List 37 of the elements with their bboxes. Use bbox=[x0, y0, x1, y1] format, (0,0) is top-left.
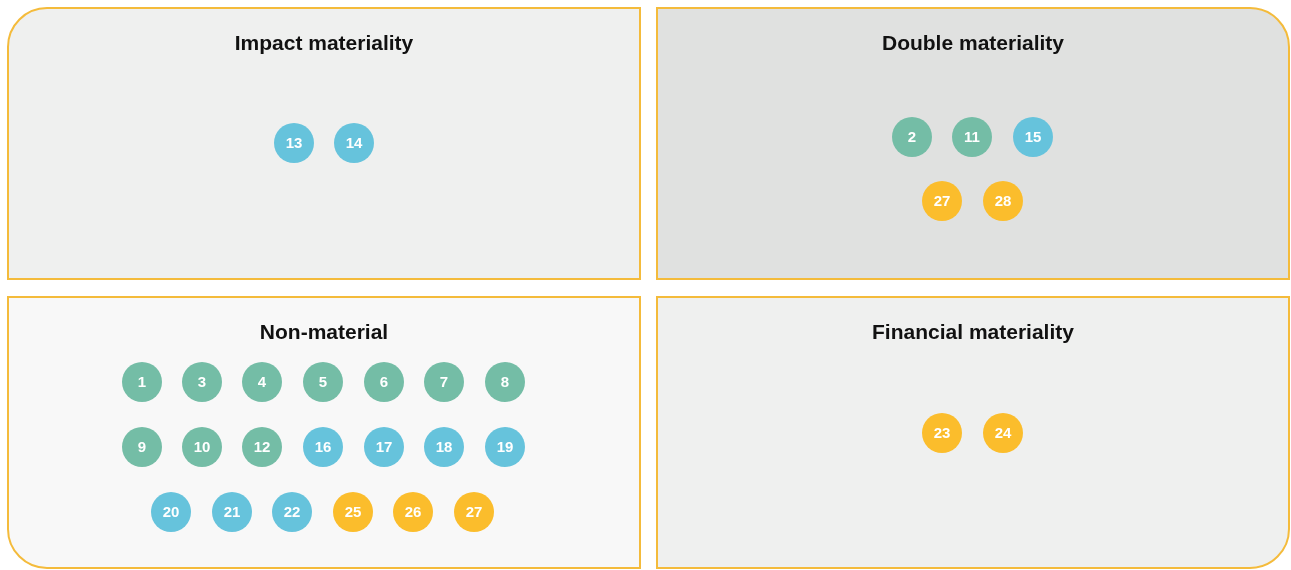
numbered-circle: 13 bbox=[274, 123, 314, 163]
numbered-circle: 6 bbox=[364, 362, 404, 402]
numbered-circle: 9 bbox=[122, 427, 162, 467]
panel-title: Double materiality bbox=[881, 31, 1065, 55]
numbered-circle: 12 bbox=[242, 427, 282, 467]
panel-title: Impact materiality bbox=[234, 31, 414, 55]
quadrant-panel bbox=[7, 296, 641, 569]
numbered-circle: 4 bbox=[242, 362, 282, 402]
numbered-circle: 16 bbox=[303, 427, 343, 467]
numbered-circle: 18 bbox=[424, 427, 464, 467]
panel-title: Financial materiality bbox=[872, 320, 1074, 344]
numbered-circle: 8 bbox=[485, 362, 525, 402]
numbered-circle: 5 bbox=[303, 362, 343, 402]
numbered-circle: 15 bbox=[1013, 117, 1053, 157]
numbered-circle: 1 bbox=[122, 362, 162, 402]
numbered-circle: 3 bbox=[182, 362, 222, 402]
numbered-circle: 23 bbox=[922, 413, 962, 453]
numbered-circle: 17 bbox=[364, 427, 404, 467]
numbered-circle: 26 bbox=[393, 492, 433, 532]
numbered-circle: 27 bbox=[922, 181, 962, 221]
numbered-circle: 10 bbox=[182, 427, 222, 467]
numbered-circle: 20 bbox=[151, 492, 191, 532]
quadrant-panel bbox=[656, 296, 1290, 569]
numbered-circle: 22 bbox=[272, 492, 312, 532]
panel-title: Non-material bbox=[259, 320, 389, 344]
quadrant-panel bbox=[656, 7, 1290, 280]
numbered-circle: 28 bbox=[983, 181, 1023, 221]
numbered-circle: 14 bbox=[334, 123, 374, 163]
numbered-circle: 21 bbox=[212, 492, 252, 532]
numbered-circle: 7 bbox=[424, 362, 464, 402]
quadrant-panel bbox=[7, 7, 641, 280]
numbered-circle: 11 bbox=[952, 117, 992, 157]
numbered-circle: 27 bbox=[454, 492, 494, 532]
numbered-circle: 24 bbox=[983, 413, 1023, 453]
numbered-circle: 25 bbox=[333, 492, 373, 532]
numbered-circle: 2 bbox=[892, 117, 932, 157]
numbered-circle: 19 bbox=[485, 427, 525, 467]
